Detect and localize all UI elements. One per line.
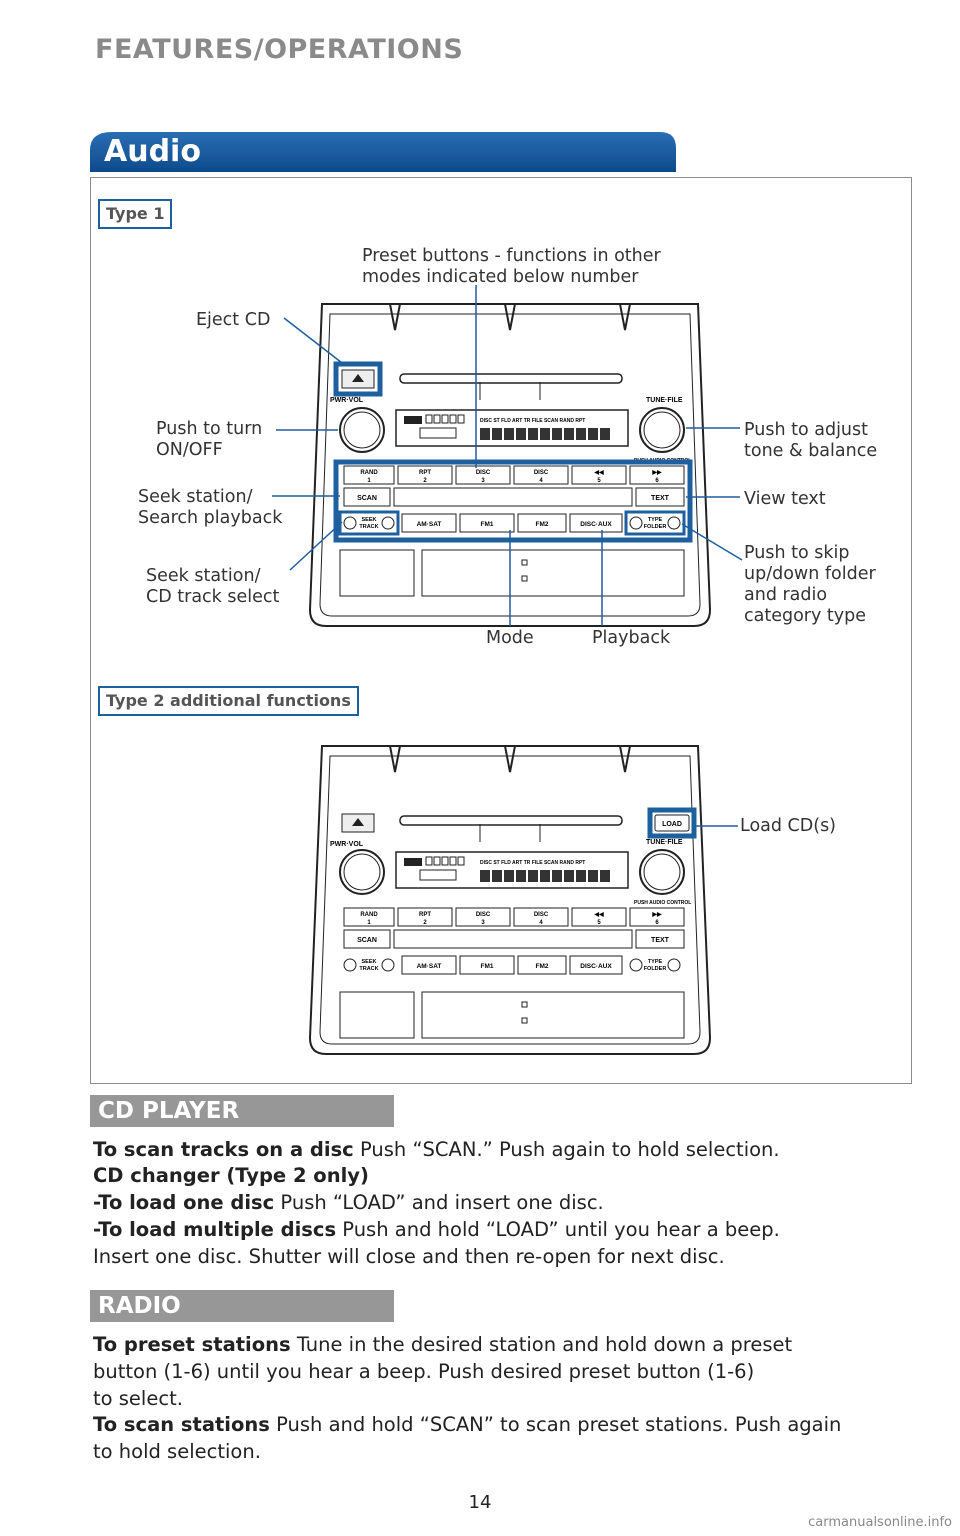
load-button-label: LOAD xyxy=(662,821,682,828)
t2-preset-4-top: DISC xyxy=(534,912,549,918)
preset-4-num: 4 xyxy=(539,478,543,484)
t2-mode-disc-aux: DISC·AUX xyxy=(580,963,612,970)
callout-playback: Playback xyxy=(592,628,671,648)
t2-preset-6-top: ▶▶ xyxy=(651,911,662,918)
t2-preset-1-top: RAND xyxy=(360,912,378,918)
radio-line-4: To scan stations Push and hold “SCAN” to… xyxy=(93,1413,842,1436)
callout-power: Push to turn ON/OFF xyxy=(156,419,263,460)
t2-mode-fm2: FM2 xyxy=(536,963,549,970)
callout-preset-line1: Preset buttons - functions in other xyxy=(362,246,661,266)
radio-heading: RADIO xyxy=(90,1290,394,1322)
t2-preset-6-num: 6 xyxy=(655,920,659,926)
section-title: Audio xyxy=(104,134,201,169)
watermark[interactable]: carmanualsonline.info xyxy=(808,1515,952,1530)
cd-line-2: CD changer (Type 2 only) xyxy=(93,1164,369,1187)
t2-preset-2-top: RPT xyxy=(419,912,431,918)
page-number: 14 xyxy=(468,1492,492,1513)
tune-file-label: TUNE·FILE xyxy=(646,397,683,404)
t2-preset-3-num: 3 xyxy=(481,920,485,926)
preset-2-num: 2 xyxy=(423,478,427,484)
t2-preset-4-num: 4 xyxy=(539,920,543,926)
preset-3-top: DISC xyxy=(476,470,491,476)
mode-disc-aux: DISC·AUX xyxy=(580,521,612,528)
pwr-vol-label-2: PWR·VOL xyxy=(330,841,364,848)
radio-line-1: To preset stations Tune in the desired s… xyxy=(93,1333,793,1356)
cd-line-4: -To load multiple discs Push and hold “L… xyxy=(93,1218,780,1241)
pwr-vol-label: PWR·VOL xyxy=(330,397,364,404)
mode-am-sat: AM·SAT xyxy=(417,521,442,528)
t2-preset-5-top: ◀◀ xyxy=(593,911,604,918)
preset-4-top: DISC xyxy=(534,470,549,476)
t2-type-l1: TYPE xyxy=(648,959,663,965)
callout-seek-scan: Seek station/ Search playback xyxy=(138,487,283,528)
diagram-frame xyxy=(90,177,912,1084)
t2-seek-l1: SEEK xyxy=(362,959,377,965)
push-audio-control-label-2: PUSH AUDIO CONTROL xyxy=(634,900,691,906)
radio-unit-type1: PWR·VOL TUNE·FILE PUSH AUDIO CONTROL DIS… xyxy=(308,303,712,627)
text-button-label: TEXT xyxy=(651,495,670,502)
radio-line-2: button (1-6) until you hear a beep. Push… xyxy=(93,1360,755,1383)
t2-mode-am-sat: AM·SAT xyxy=(417,963,442,970)
callout-seek-track: Seek station/ CD track select xyxy=(146,566,280,607)
callout-lines xyxy=(272,285,743,827)
radio-unit-type2: LOAD PWR·VOL TUNE·FILE PUSH AUDIO CONTRO… xyxy=(308,745,712,1055)
callout-eject: Eject CD xyxy=(196,310,271,330)
type-label-l1: TYPE xyxy=(648,517,663,523)
callout-mode: Mode xyxy=(486,628,534,648)
preset-2-top: RPT xyxy=(419,470,431,476)
type1-label: Type 1 xyxy=(98,199,173,229)
display-status-label: DISC ST FLD ART TR FILE SCAN RAND RPT xyxy=(480,418,585,424)
preset-6-top: ▶▶ xyxy=(651,469,662,476)
scan-button-label: SCAN xyxy=(357,495,377,502)
t2-preset-5-num: 5 xyxy=(597,920,601,926)
cd-line-1: To scan tracks on a disc Push “SCAN.” Pu… xyxy=(93,1138,780,1161)
callout-tone: Push to adjust tone & balance xyxy=(744,420,878,461)
callout-preset-line2: modes indicated below number xyxy=(362,267,639,287)
section-tab-shape xyxy=(90,132,676,172)
mode-fm2: FM2 xyxy=(536,521,549,528)
preset-1-top: RAND xyxy=(360,470,378,476)
seek-label-l2: TRACK xyxy=(359,524,378,530)
tune-file-label-2: TUNE·FILE xyxy=(646,839,683,846)
seek-label-l1: SEEK xyxy=(362,517,377,523)
preset-1-num: 1 xyxy=(367,478,371,484)
page-header: FEATURES/OPERATIONS xyxy=(95,34,464,65)
radio-line-3: to select. xyxy=(93,1387,183,1410)
radio-line-5: to hold selection. xyxy=(93,1440,261,1463)
preset-5-top: ◀◀ xyxy=(593,469,604,476)
preset-6-num: 6 xyxy=(655,478,659,484)
callout-view-text: View text xyxy=(744,489,826,509)
mode-fm1: FM1 xyxy=(481,521,494,528)
preset-3-num: 3 xyxy=(481,478,485,484)
t2-seek-l2: TRACK xyxy=(359,966,378,972)
cd-line-5: Insert one disc. Shutter will close and … xyxy=(93,1245,725,1268)
preset-5-num: 5 xyxy=(597,478,601,484)
t2-scan-label: SCAN xyxy=(357,937,377,944)
type2-label: Type 2 additional functions xyxy=(98,686,359,716)
type-label-l2: FOLDER xyxy=(644,524,667,530)
callout-load: Load CD(s) xyxy=(740,816,837,836)
cd-line-3: -To load one disc Push “LOAD” and insert… xyxy=(93,1191,604,1214)
display-status-label-2: DISC ST FLD ART TR FILE SCAN RAND RPT xyxy=(480,860,585,866)
t2-mode-fm1: FM1 xyxy=(481,963,494,970)
t2-preset-3-top: DISC xyxy=(476,912,491,918)
t2-preset-2-num: 2 xyxy=(423,920,427,926)
t2-type-l2: FOLDER xyxy=(644,966,667,972)
section-tab: Audio xyxy=(90,130,676,172)
cd-player-heading: CD PLAYER xyxy=(90,1095,394,1127)
t2-preset-1-num: 1 xyxy=(367,920,371,926)
t2-text-label: TEXT xyxy=(651,937,670,944)
callout-folder: Push to skip up/down folder and radio ca… xyxy=(744,543,876,626)
